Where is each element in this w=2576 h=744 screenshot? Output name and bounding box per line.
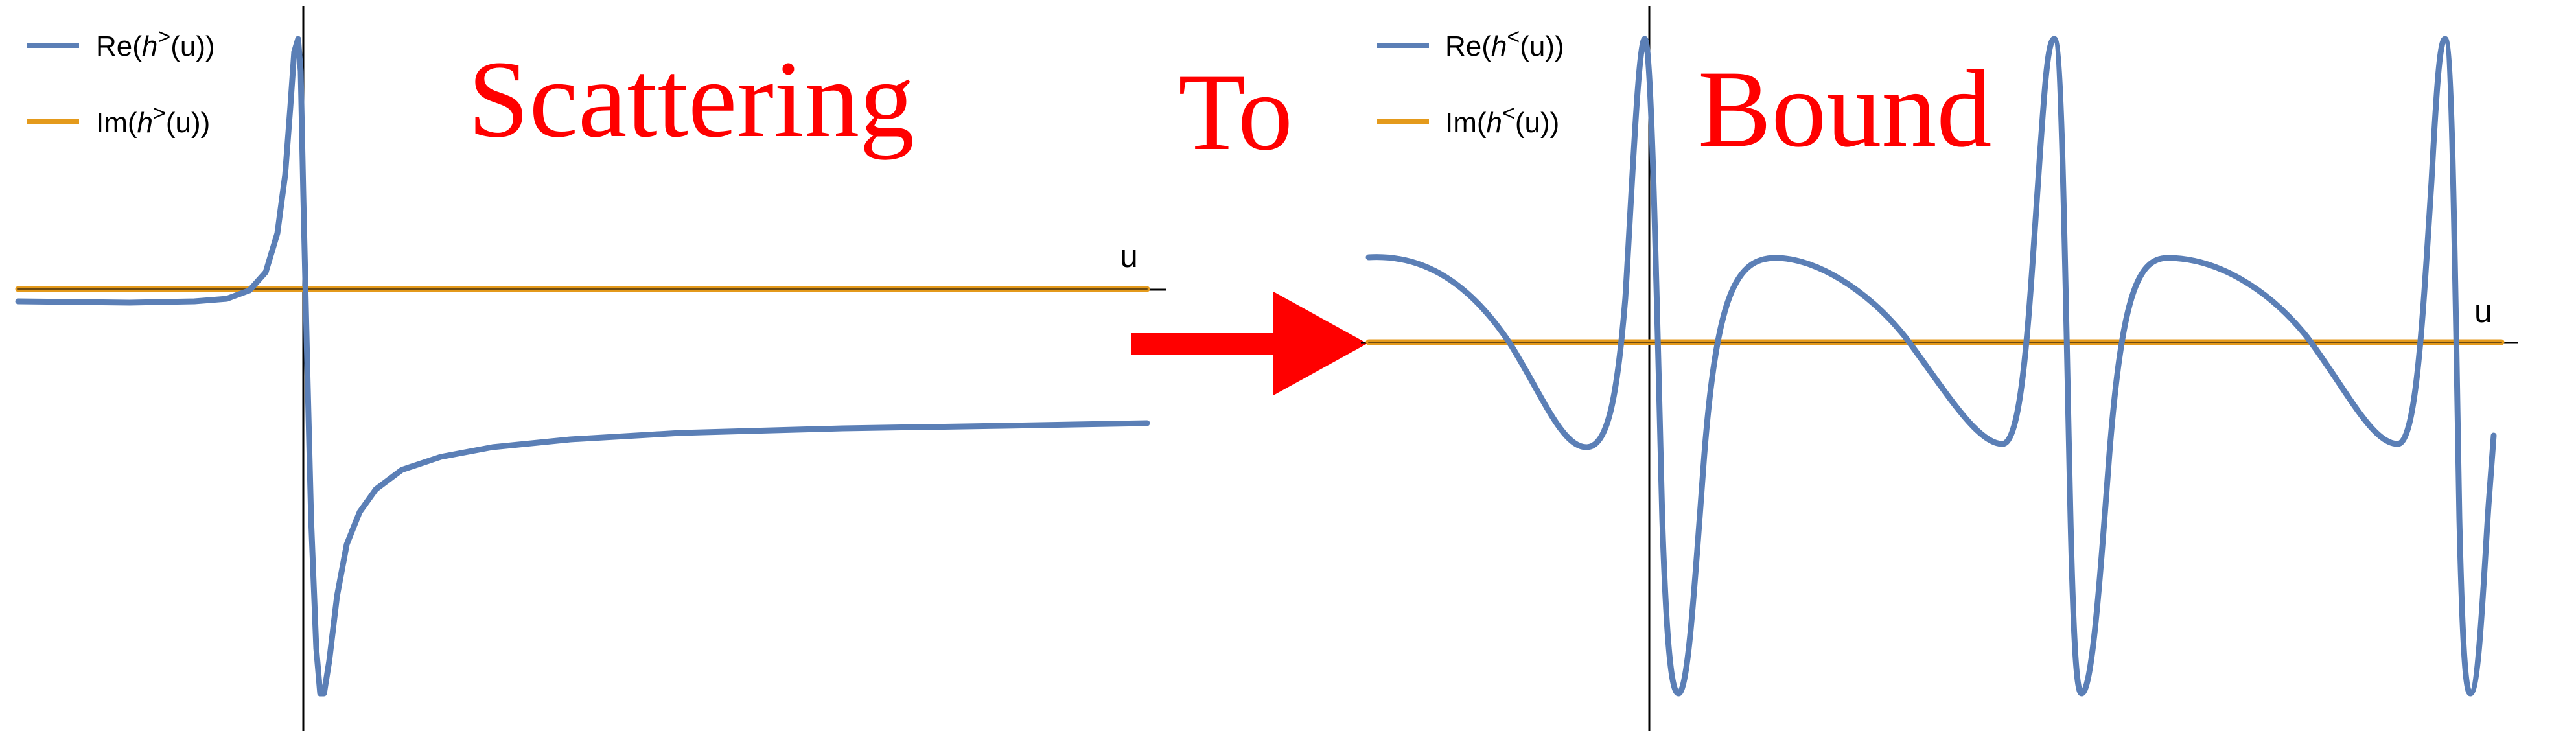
scattering-legend: Re(h>(u)) Im(h>(u)) [27, 25, 215, 139]
title-bound: Bound [1698, 48, 1991, 170]
scattering-re-curve [15, 36, 1150, 697]
scattering-axis-label: u [1120, 238, 1138, 274]
title-to: To [1178, 51, 1293, 173]
bound-axis-label: u [2474, 293, 2492, 329]
scattering-legend-im: Im(h>(u)) [27, 101, 210, 139]
bound-panel: u Re(h<(u)) Im(h<(u)) [1361, 6, 2518, 731]
svg-text:Im(h<(u)): Im(h<(u)) [1445, 101, 1559, 139]
bound-legend-im: Im(h<(u)) [1377, 101, 1559, 139]
scattering-legend-re: Re(h>(u)) [27, 25, 215, 62]
svg-text:Re(h>(u)): Re(h>(u)) [96, 25, 215, 62]
svg-text:Im(h>(u)): Im(h>(u)) [96, 101, 210, 139]
svg-text:Re(h<(u)): Re(h<(u)) [1445, 25, 1564, 62]
title-scattering: Scattering [468, 38, 914, 160]
scattering-panel: u Re(h>(u)) Im(h>(u)) [15, 6, 1166, 731]
right-arrow-icon [1131, 292, 1367, 395]
bound-legend: Re(h<(u)) Im(h<(u)) [1377, 25, 1564, 139]
bound-re-curve [1365, 36, 2497, 697]
bound-legend-re: Re(h<(u)) [1377, 25, 1564, 62]
